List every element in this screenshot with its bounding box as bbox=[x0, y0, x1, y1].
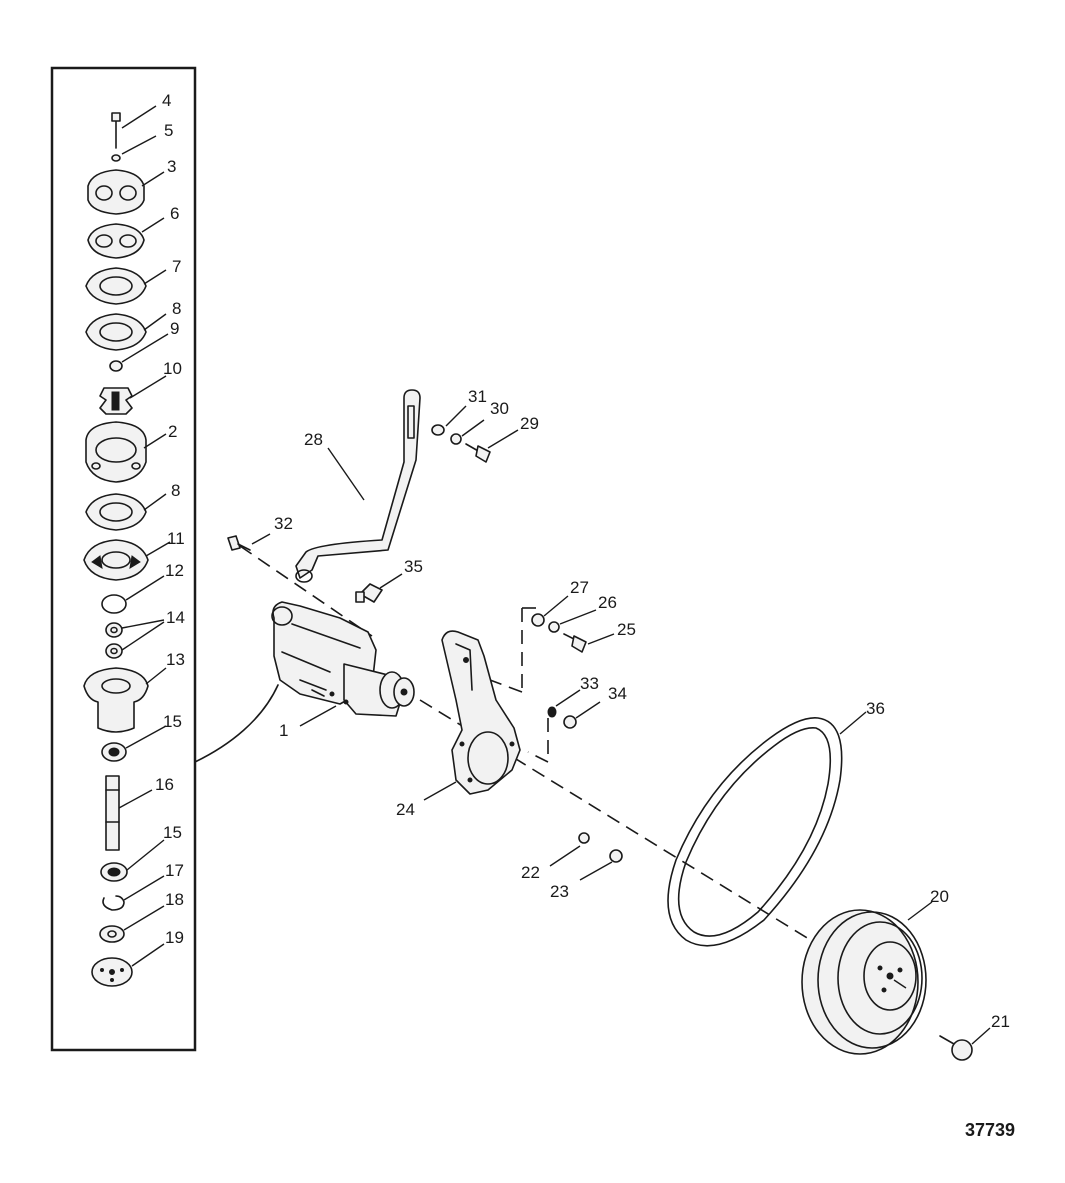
callout-4: 4 bbox=[162, 91, 171, 110]
callout-9: 9 bbox=[170, 319, 179, 338]
callout-19: 19 bbox=[165, 928, 184, 947]
part-6-gasket bbox=[87, 223, 145, 259]
callout-15-lower: 15 bbox=[163, 823, 182, 842]
callout-16: 16 bbox=[155, 775, 174, 794]
callout-26: 26 bbox=[598, 593, 617, 612]
part-30-lockwasher bbox=[450, 433, 462, 445]
callout-33: 33 bbox=[580, 674, 599, 693]
part-29-bolt bbox=[465, 443, 491, 463]
part-1-water-pump bbox=[271, 601, 415, 717]
callout-35: 35 bbox=[404, 557, 423, 576]
inset-connector-line bbox=[194, 684, 279, 763]
callout-25: 25 bbox=[617, 620, 636, 639]
part-25-bolt bbox=[563, 633, 587, 653]
callout-23: 23 bbox=[550, 882, 569, 901]
part-17-snap-ring bbox=[102, 895, 125, 911]
part-22-washer bbox=[578, 832, 590, 844]
part-8-gasket-upper bbox=[85, 313, 147, 351]
part-14-seals bbox=[105, 622, 123, 659]
part-2-housing bbox=[85, 421, 147, 483]
callout-32: 32 bbox=[274, 514, 293, 533]
callout-8-upper: 8 bbox=[172, 299, 181, 318]
callout-2: 2 bbox=[168, 422, 177, 441]
part-35-fitting bbox=[355, 583, 383, 603]
alignment-dashed-lines bbox=[239, 545, 831, 953]
callout-6: 6 bbox=[170, 204, 179, 223]
callout-3: 3 bbox=[167, 157, 176, 176]
part-16-shaft bbox=[105, 775, 120, 851]
part-15-bearing-lower bbox=[100, 862, 128, 882]
part-4-screw bbox=[111, 112, 121, 149]
callout-11: 11 bbox=[167, 529, 185, 548]
callout-8-lower: 8 bbox=[171, 481, 180, 500]
part-24-mounting-bracket bbox=[441, 630, 521, 795]
part-31-washer bbox=[431, 424, 445, 436]
part-32-bolt bbox=[227, 535, 251, 551]
callout-15-upper: 15 bbox=[163, 712, 182, 731]
callout-13: 13 bbox=[166, 650, 185, 669]
part-23-nut bbox=[609, 849, 623, 863]
part-15-bearing-upper bbox=[101, 742, 127, 762]
part-3-plate bbox=[87, 169, 145, 215]
part-19-hub bbox=[91, 957, 133, 987]
callout-12: 12 bbox=[165, 561, 184, 580]
part-13-bearing-housing bbox=[83, 667, 149, 733]
callout-27: 27 bbox=[570, 578, 589, 597]
part-36-drive-belt bbox=[667, 717, 843, 947]
part-28-adjusting-bracket bbox=[295, 389, 421, 583]
main-leader-lines bbox=[251, 405, 991, 1045]
callout-10: 10 bbox=[163, 359, 182, 378]
callout-34: 34 bbox=[608, 684, 627, 703]
callout-30: 30 bbox=[490, 399, 509, 418]
part-10-impeller bbox=[99, 387, 133, 415]
callout-21: 21 bbox=[991, 1012, 1010, 1031]
callout-5: 5 bbox=[164, 121, 173, 140]
part-8-gasket-lower bbox=[85, 493, 147, 531]
part-20-pulley bbox=[801, 909, 927, 1055]
callout-1: 1 bbox=[279, 721, 288, 740]
inset-leader-lines bbox=[118, 105, 171, 967]
callout-29: 29 bbox=[520, 414, 539, 433]
part-34-nut bbox=[563, 715, 577, 729]
part-18-washer bbox=[99, 925, 125, 943]
callout-24: 24 bbox=[396, 800, 415, 819]
callout-28: 28 bbox=[304, 430, 323, 449]
callout-7: 7 bbox=[172, 257, 181, 276]
part-27-washer bbox=[531, 613, 545, 627]
part-5-washer bbox=[111, 154, 121, 162]
part-26-lockwasher bbox=[548, 621, 560, 633]
callout-31: 31 bbox=[468, 387, 487, 406]
inset-frame bbox=[50, 66, 197, 1052]
callout-22: 22 bbox=[521, 863, 540, 882]
callout-18: 18 bbox=[165, 890, 184, 909]
callout-36: 36 bbox=[866, 699, 885, 718]
part-11-plate bbox=[83, 539, 149, 581]
part-21-bolt bbox=[939, 1035, 973, 1061]
part-7-plate bbox=[85, 267, 147, 305]
figure-number: 37739 bbox=[965, 1120, 1015, 1140]
part-9-key bbox=[109, 360, 123, 372]
part-33-washer bbox=[547, 706, 557, 718]
callout-20: 20 bbox=[930, 887, 949, 906]
callout-14: 14 bbox=[166, 608, 185, 627]
callout-17: 17 bbox=[165, 861, 184, 880]
part-12-o-ring bbox=[101, 594, 127, 614]
